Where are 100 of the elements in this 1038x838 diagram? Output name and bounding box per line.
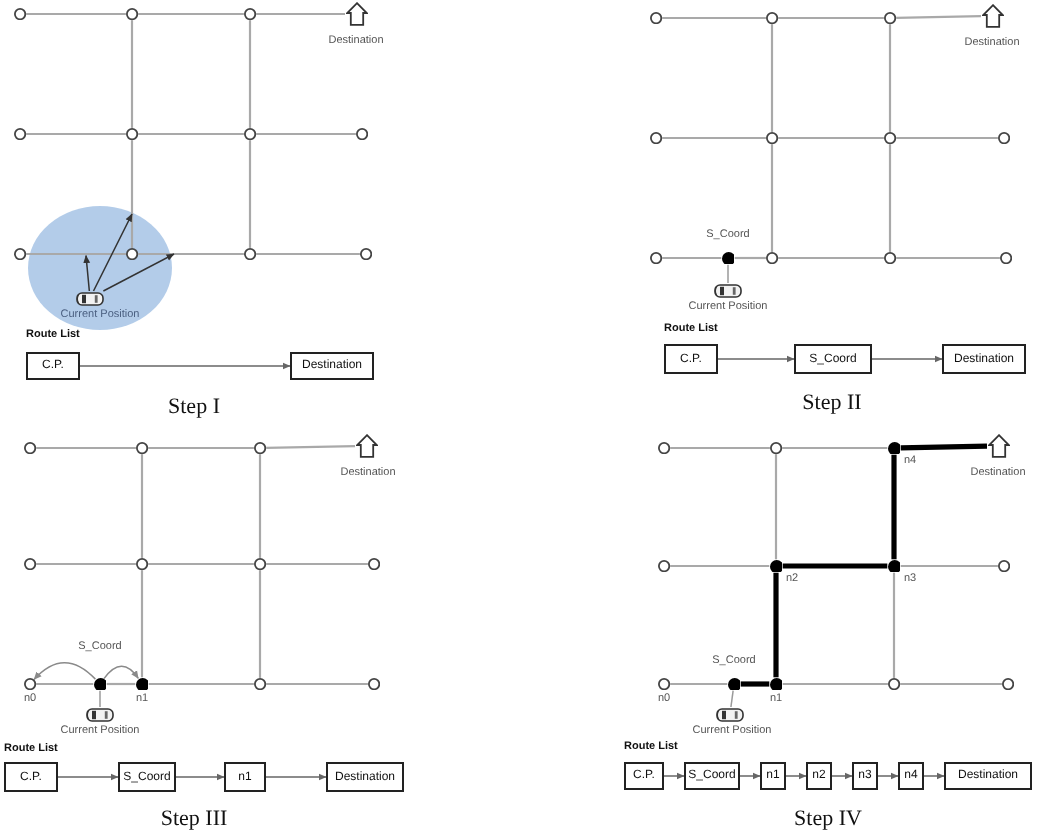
connector-line (727, 263, 729, 284)
junction-circle (883, 131, 897, 145)
step-caption: Step I (168, 397, 220, 419)
step-caption: Step IV (794, 809, 862, 831)
road-line (256, 252, 360, 256)
road-line (140, 454, 144, 558)
curved-arrow (103, 665, 140, 680)
road-line (770, 144, 774, 252)
road-line (36, 682, 94, 686)
road-line (36, 562, 136, 566)
road-line (148, 446, 254, 450)
road-line (734, 256, 766, 260)
route-arrow (739, 772, 761, 780)
junction-circle (23, 557, 37, 571)
junction-circle (13, 127, 27, 141)
road-line (256, 12, 345, 16)
road-line (256, 132, 356, 136)
pointer-arrow (102, 253, 175, 292)
road-line (888, 144, 892, 252)
road-line (782, 446, 888, 450)
junction-circle (649, 251, 663, 265)
step-caption: Step II (802, 393, 862, 415)
road-line (266, 445, 356, 449)
route-arrow (265, 773, 327, 781)
road-line (662, 16, 766, 20)
house-icon (987, 434, 1009, 458)
junction-circle (135, 441, 149, 455)
waypoint-dot (887, 441, 901, 455)
waypoint-dot (93, 677, 107, 691)
waypoint-dot (769, 677, 783, 691)
junction-circle (765, 131, 779, 145)
connector-line (99, 689, 101, 708)
junction-circle (23, 441, 37, 455)
road-line (138, 132, 244, 136)
road-line (662, 136, 766, 140)
junction-circle (769, 441, 783, 455)
route-arrow (717, 355, 795, 363)
route-arrow (57, 773, 119, 781)
connector-line (730, 689, 734, 708)
junction-circle (657, 441, 671, 455)
road-line (106, 682, 136, 686)
road-line (130, 140, 134, 248)
road-line (782, 682, 888, 686)
road-line (774, 454, 778, 560)
junction-circle (125, 247, 139, 261)
step-caption: Step III (160, 809, 228, 831)
junction-circle (997, 559, 1011, 573)
route-path (891, 454, 897, 560)
junction-circle (243, 7, 257, 21)
junction-circle (243, 127, 257, 141)
junction-circle (253, 441, 267, 455)
route-arrow (785, 772, 807, 780)
car-icon (716, 707, 744, 721)
route-arrow (871, 355, 943, 363)
pointer-arrow (83, 254, 91, 292)
junction-circle (367, 557, 381, 571)
road-line (258, 570, 262, 678)
waypoint-dot (135, 677, 149, 691)
road-line (670, 446, 770, 450)
pointer-arrow (92, 213, 133, 292)
junction-circle (765, 11, 779, 25)
road-line (900, 682, 1002, 686)
junction-circle (765, 251, 779, 265)
road-line (130, 20, 134, 128)
junction-circle (23, 677, 37, 691)
road-line (670, 682, 728, 686)
route-arrow (831, 772, 853, 780)
waypoint-dot (769, 559, 783, 573)
road-line (258, 454, 262, 558)
car-icon (714, 283, 742, 297)
waypoint-dot (727, 677, 741, 691)
road-line (36, 446, 136, 450)
road-line (140, 570, 144, 678)
road-line (266, 682, 368, 686)
junction-circle (883, 11, 897, 25)
junction-circle (253, 677, 267, 691)
junction-circle (359, 247, 373, 261)
waypoint-dot (721, 251, 735, 265)
road-line (148, 682, 254, 686)
junction-circle (657, 677, 671, 691)
route-path (900, 443, 988, 451)
road-line (892, 572, 896, 678)
road-line (26, 132, 126, 136)
road-line (896, 136, 998, 140)
junction-circle (1001, 677, 1015, 691)
junction-circle (125, 127, 139, 141)
road-line (662, 256, 722, 260)
route-arrow (923, 772, 945, 780)
junction-circle (355, 127, 369, 141)
junction-circle (883, 251, 897, 265)
route-arrow (175, 773, 225, 781)
route-path (740, 681, 770, 687)
junction-circle (253, 557, 267, 571)
house-icon (355, 434, 377, 458)
junction-circle (649, 131, 663, 145)
junction-circle (997, 131, 1011, 145)
road-line (778, 136, 884, 140)
route-path (782, 563, 888, 569)
junction-circle (243, 247, 257, 261)
road-line (888, 24, 892, 132)
